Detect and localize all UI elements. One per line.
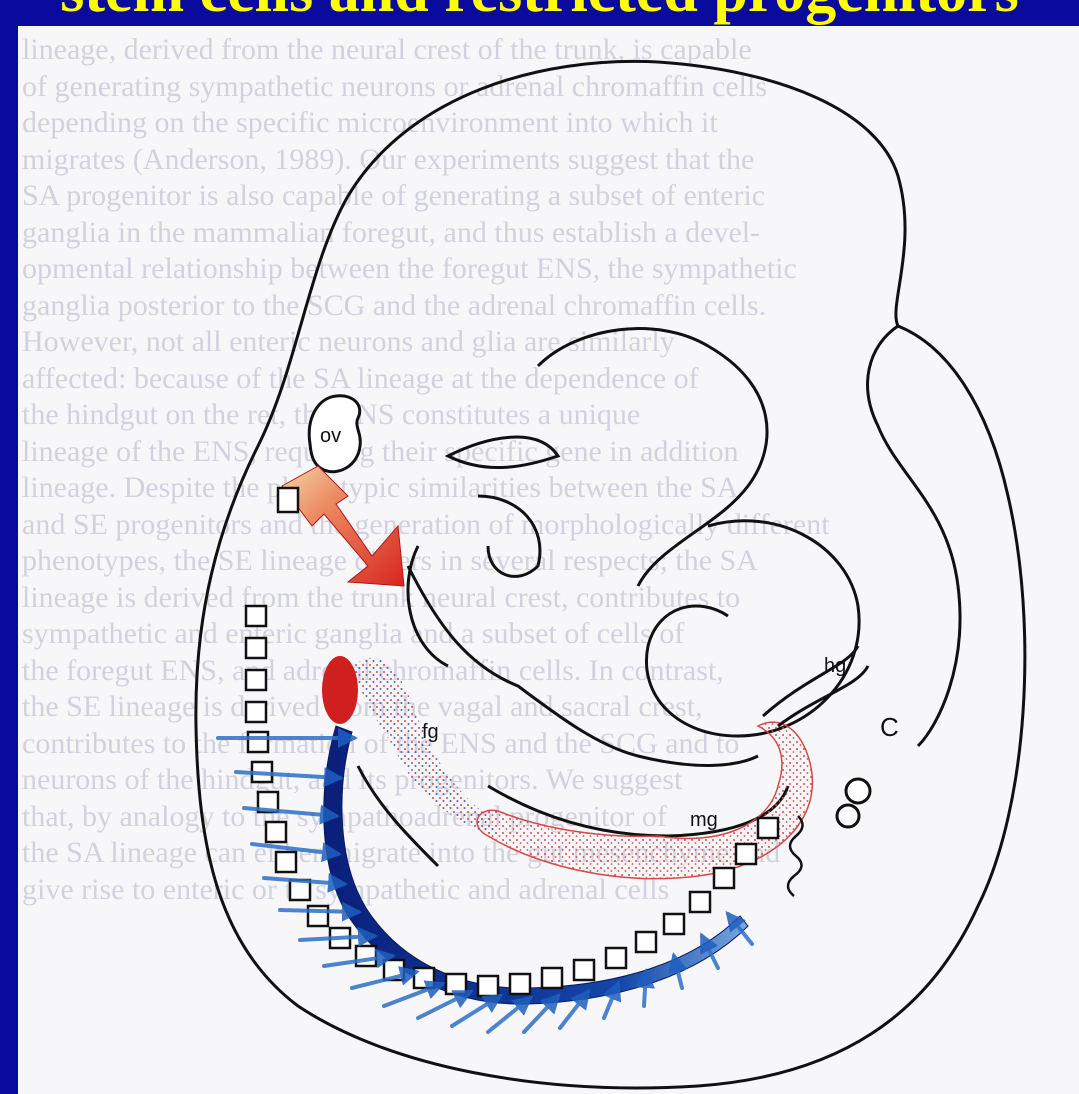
heart-loop <box>646 521 859 736</box>
pharyngeal-arch <box>448 437 558 467</box>
migration-arrow <box>644 972 646 1006</box>
label-mg: mg <box>690 809 718 831</box>
somite <box>542 968 562 988</box>
somite <box>446 974 466 994</box>
somite <box>266 822 286 842</box>
somite <box>478 976 498 996</box>
migration-arrow <box>452 996 500 1026</box>
migration-arrow <box>280 910 358 912</box>
label-ov: ov <box>320 425 341 447</box>
vagal-crest-dot <box>322 656 358 724</box>
slide-title: stem cells and restricted progenitors <box>0 0 1079 22</box>
vagal-crest-arrow <box>282 466 404 586</box>
neck-curve <box>478 496 540 576</box>
label-fg: fg <box>422 721 439 743</box>
label-c: C <box>880 712 899 742</box>
somite <box>714 868 734 888</box>
vagal-stipple <box>353 658 498 836</box>
figure-panel: lineage, derived from the neural crest o… <box>18 26 1079 1094</box>
migration-arrow <box>300 936 374 940</box>
head-fold-line <box>538 329 767 586</box>
enteric-migration-stipple <box>477 722 812 878</box>
tail-somite-circle <box>837 805 859 827</box>
somite <box>248 732 268 752</box>
pharyngeal-arch-2 <box>408 546 448 666</box>
migration-arrow <box>418 992 470 1018</box>
somite <box>574 960 594 980</box>
somite <box>690 892 710 912</box>
tail-fold <box>868 326 960 746</box>
tail-somite-circle <box>846 779 870 803</box>
somite <box>246 606 266 626</box>
somite <box>246 638 266 658</box>
somite <box>736 844 756 864</box>
gut-tube-upper <box>408 566 758 765</box>
somite <box>510 974 530 994</box>
embryo-outline <box>196 61 1025 1087</box>
somite <box>276 852 296 872</box>
embryo-diagram: ov hg C fg mg <box>18 26 1079 1094</box>
somite <box>758 818 778 838</box>
somite <box>356 946 376 966</box>
label-hg: hg <box>824 655 846 677</box>
vagal-somite <box>278 488 298 512</box>
somite <box>246 670 266 690</box>
somite <box>246 702 266 722</box>
somite <box>636 932 656 952</box>
somite <box>606 948 626 968</box>
somite <box>664 914 684 934</box>
